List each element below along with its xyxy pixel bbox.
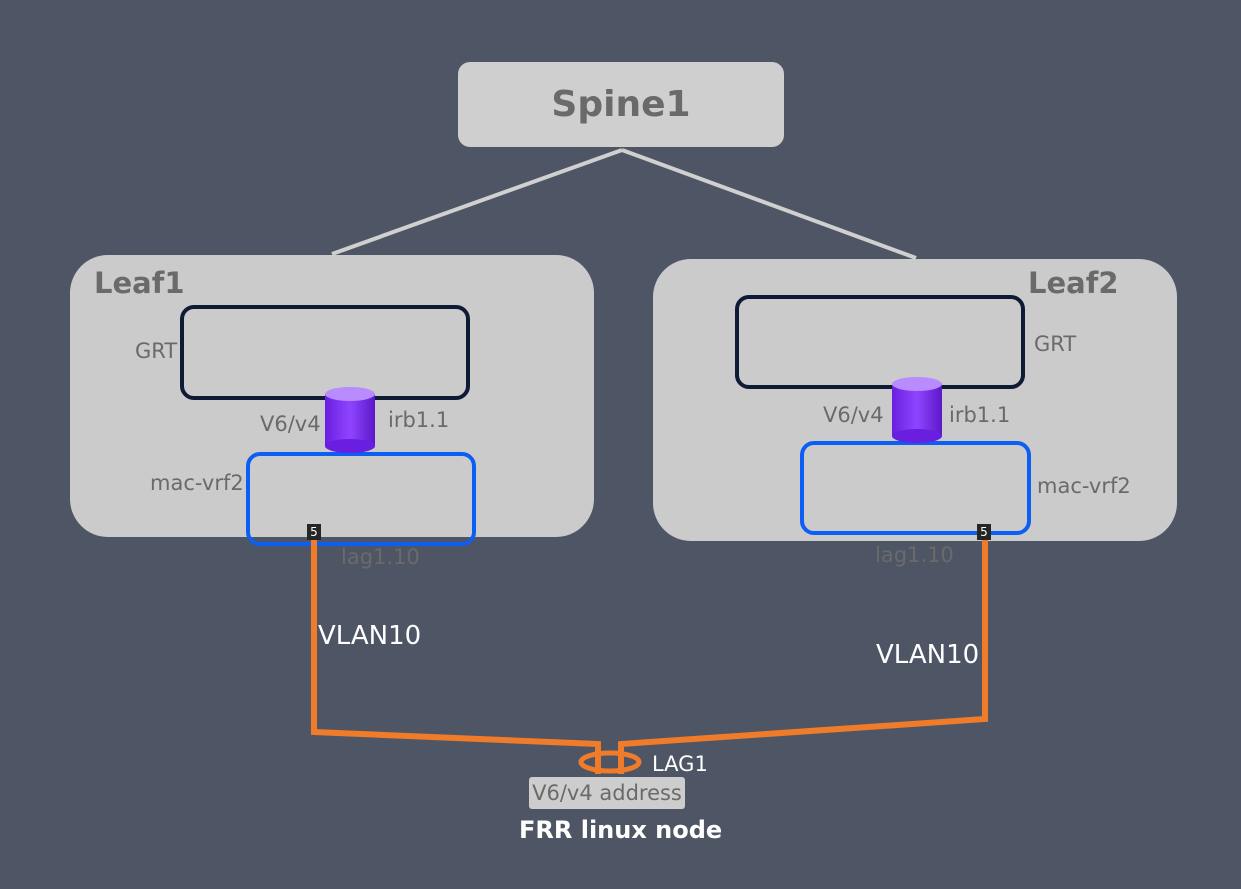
leaf1-vrf-label: mac-vrf2 — [150, 471, 244, 495]
lag1-label: LAG1 — [652, 752, 708, 776]
leaf2-vlan-label: VLAN10 — [876, 640, 980, 670]
leaf2-vlan10-link[interactable] — [618, 538, 988, 774]
leaf1-vlan-label: VLAN10 — [318, 621, 422, 651]
leaf1-route-label: V6/v4 — [260, 412, 321, 436]
leaf2-grt-box[interactable] — [735, 295, 1025, 389]
spine-leaf1-link — [331, 148, 623, 256]
spine1-node[interactable]: Spine1 — [458, 62, 784, 147]
frr-address-label: V6/v4 address — [532, 781, 682, 805]
leaf2-route-label: V6/v4 — [823, 403, 884, 427]
spine1-title: Spine1 — [551, 84, 691, 125]
leaf1-irb-label: irb1.1 — [388, 408, 450, 432]
frr-address-box[interactable]: V6/v4 address — [529, 777, 685, 809]
frr-node-title: FRR linux node — [519, 816, 723, 844]
leaf2-title: Leaf2 — [1028, 266, 1119, 300]
leaf2-irb-label: irb1.1 — [949, 403, 1011, 427]
leaf2-irb-cylinder-icon — [892, 377, 942, 443]
leaf1-mac-vrf-box[interactable] — [246, 452, 476, 546]
leaf1-grt-label: GRT — [135, 339, 178, 363]
spine-leaf2-link — [621, 148, 917, 260]
leaf1-irb-cylinder-icon — [325, 387, 375, 453]
leaf2-mac-vrf-box[interactable] — [800, 441, 1031, 535]
leaf1-vlan10-link[interactable] — [311, 540, 601, 774]
leaf2-port-badge: 5 — [977, 524, 991, 540]
leaf2-vrf-label: mac-vrf2 — [1037, 474, 1131, 498]
leaf1-port-badge: 5 — [307, 524, 321, 540]
leaf2-sub-if-label: lag1.10 — [875, 543, 954, 567]
leaf1-sub-if-label: lag1.10 — [341, 545, 420, 569]
leaf1-title: Leaf1 — [94, 266, 185, 300]
leaf2-grt-label: GRT — [1034, 332, 1077, 356]
lag1-ring-icon — [578, 750, 642, 774]
